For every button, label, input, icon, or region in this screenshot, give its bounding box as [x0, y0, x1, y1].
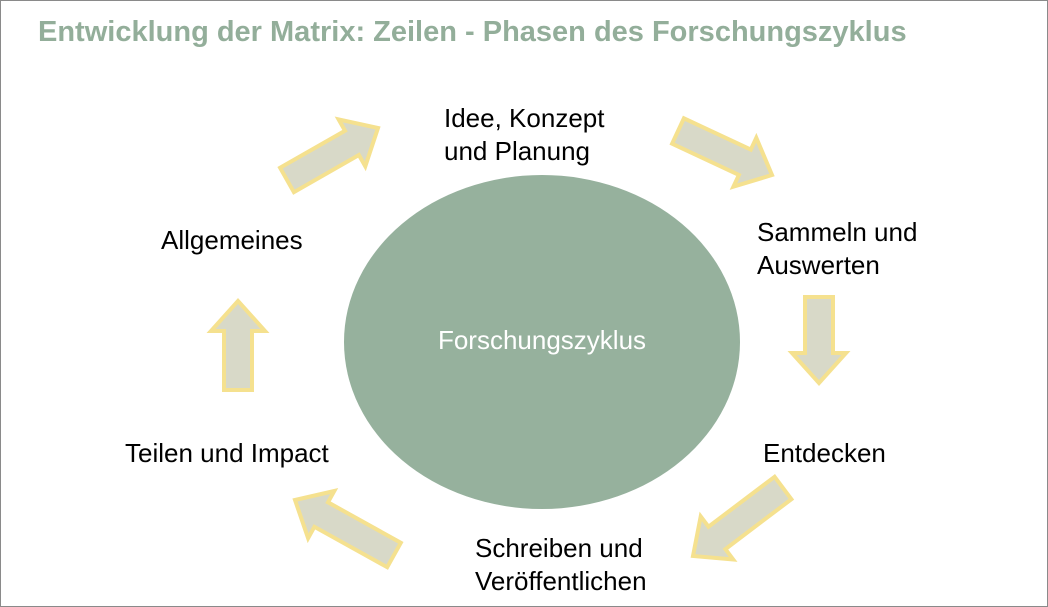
arrow-sammeln-to-entdecken	[787, 295, 851, 386]
phase-line: Teilen und Impact	[125, 438, 329, 468]
phase-line: Idee, Konzept	[444, 103, 605, 133]
arrow-teilen-to-allgemeines	[206, 298, 270, 392]
phase-line: Auswerten	[757, 250, 880, 280]
center-ellipse	[344, 175, 740, 509]
phase-line: Schreiben und	[475, 533, 643, 563]
arrow-idee-to-sammeln	[669, 115, 775, 190]
phase-line: Allgemeines	[161, 225, 303, 255]
phase-idee-konzept-planung: Idee, Konzept und Planung	[444, 102, 604, 168]
phase-sammeln-auswerten: Sammeln und Auswerten	[757, 216, 917, 282]
phase-schreiben-veroeffentlichen: Schreiben und Veröffentlichen	[475, 532, 647, 598]
arrow-allgemeines-to-idee	[277, 116, 381, 195]
arrow-schreiben-to-teilen	[292, 488, 404, 570]
phase-entdecken: Entdecken	[763, 437, 886, 470]
phase-line: Sammeln und	[757, 217, 918, 247]
phase-line: Entdecken	[763, 438, 886, 468]
phase-line: und Planung	[444, 136, 591, 166]
phase-allgemeines: Allgemeines	[161, 224, 303, 257]
arrow-entdecken-to-schreiben	[690, 473, 795, 562]
center-label: Forschungszyklus	[437, 325, 647, 355]
phase-line: Veröffentlichen	[475, 566, 647, 596]
phase-teilen-impact: Teilen und Impact	[125, 437, 329, 470]
slide-title: Entwicklung der Matrix: Zeilen - Phasen …	[38, 16, 907, 48]
